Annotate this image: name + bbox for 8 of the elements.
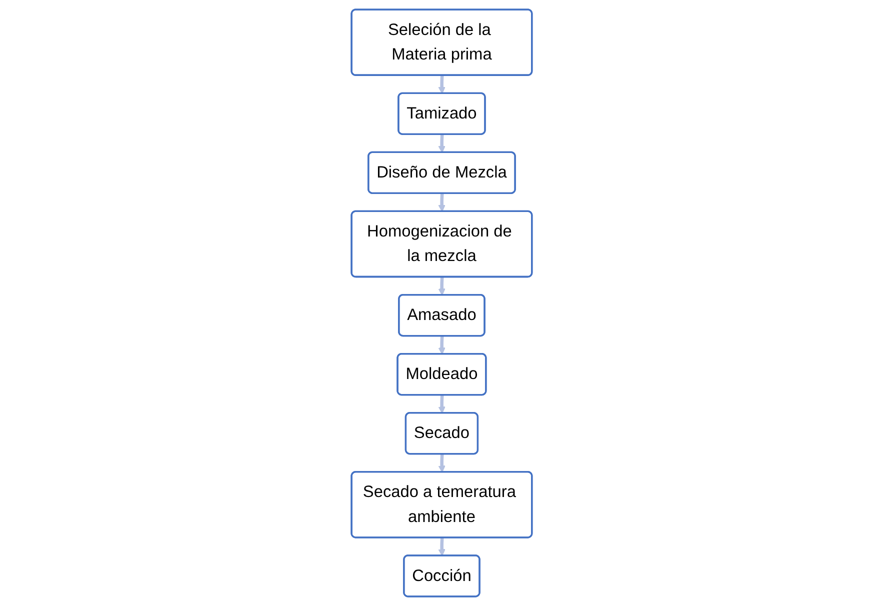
arrow xyxy=(438,192,446,212)
arrow xyxy=(438,74,446,94)
arrow xyxy=(438,134,446,152)
arrow xyxy=(438,394,446,414)
arrow xyxy=(438,537,446,556)
arrow xyxy=(438,336,446,354)
arrow xyxy=(438,454,446,472)
arrow xyxy=(438,276,446,296)
